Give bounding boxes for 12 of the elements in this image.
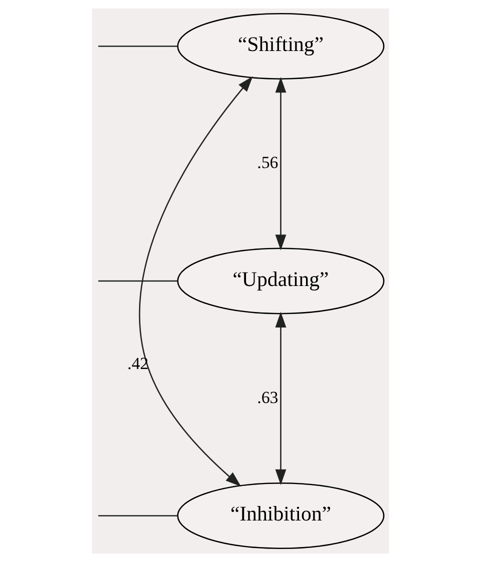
connector: [98, 515, 178, 516]
connector: [98, 280, 178, 282]
node-ellipse: “Shifting”: [177, 12, 384, 80]
arrow: [139, 76, 253, 487]
arrow: [275, 77, 286, 250]
edge-label: .56: [257, 153, 278, 172]
node-ellipse: “Inhibition”: [177, 482, 384, 550]
connector: [98, 46, 178, 47]
arrow: [275, 312, 286, 486]
edge-label: .63: [257, 388, 278, 407]
edge-label: .42: [127, 354, 149, 373]
node-ellipse: “Updating”: [177, 248, 384, 314]
